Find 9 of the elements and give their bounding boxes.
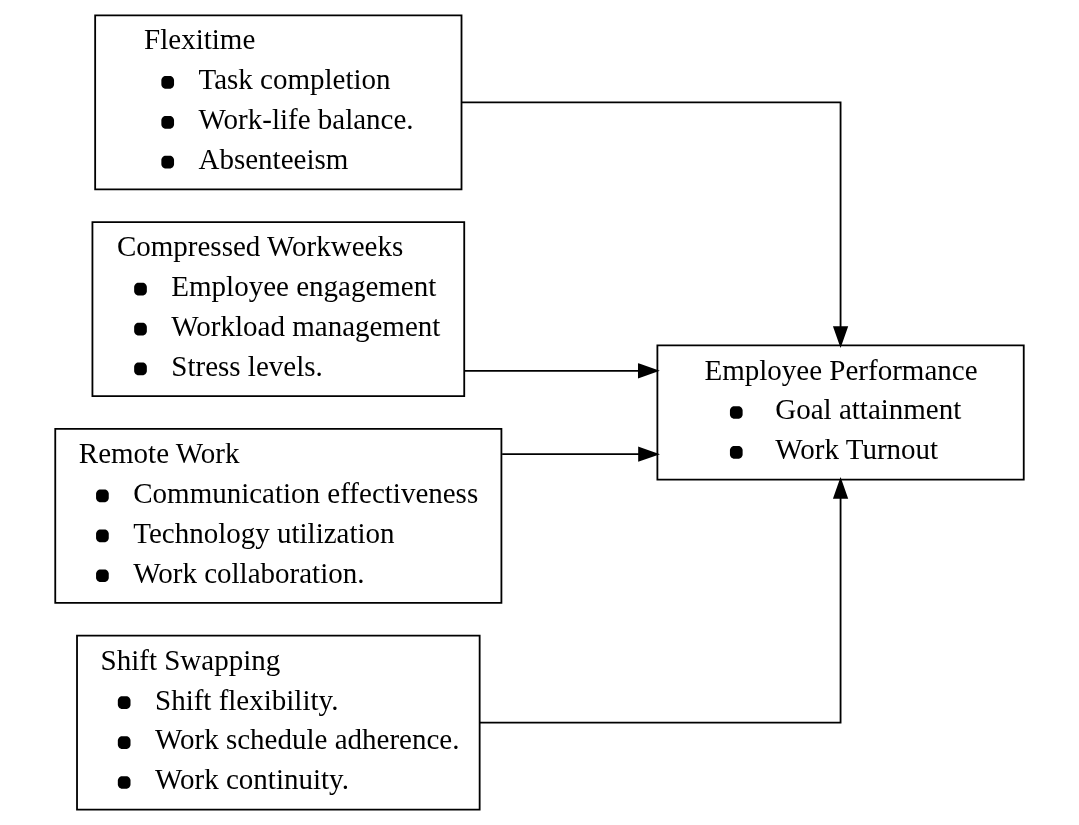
node-box: Compressed Workweeks Employee engagement Workload management Stress levels. — [91, 221, 466, 398]
arrow — [478, 477, 849, 724]
node-box: Employee Performance Goal attainment Work Turnout — [656, 344, 1025, 481]
arrow — [463, 363, 660, 379]
node-box: Shift Swapping Shift flexibility. Work schedule adherence. Work continuity. — [76, 634, 481, 811]
arrow — [501, 446, 660, 462]
node-box: Remote Work Communication effectiveness Technology utilization Work collaboration. — [54, 427, 503, 604]
arrow — [460, 101, 849, 348]
node-box: Flexitime Task completion Work-life balance. Absenteeism — [94, 14, 463, 191]
